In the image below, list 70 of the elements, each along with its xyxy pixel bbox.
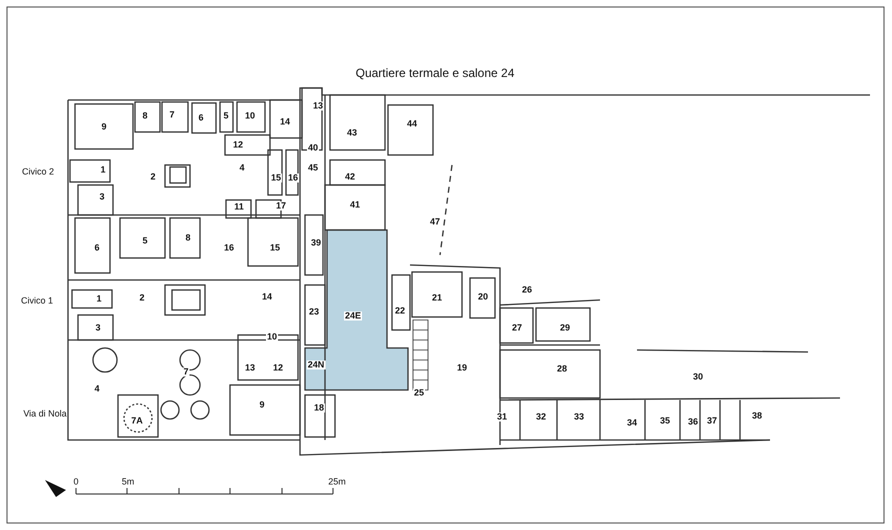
room-number: 7A: [130, 416, 144, 426]
room-number: 10: [244, 112, 256, 120]
room-number: 33: [573, 412, 585, 422]
room-number: 23: [308, 308, 320, 316]
room-number: 9: [100, 122, 108, 132]
room-number: 34: [626, 418, 638, 428]
room-number: 18: [313, 404, 325, 412]
room-number: 19: [456, 364, 468, 372]
room-number: 31: [496, 412, 508, 422]
room-number: 7: [182, 368, 190, 376]
title: Quartiere termale e salone 24: [356, 65, 514, 82]
room-number: 5: [222, 112, 230, 120]
room-number: 45: [307, 164, 319, 172]
room-number: 44: [406, 120, 418, 128]
room-number: 3: [98, 192, 106, 202]
room-number: 22: [394, 306, 406, 316]
room-number: 13: [312, 102, 324, 110]
room-number: 38: [751, 412, 763, 420]
room-number: 6: [198, 114, 204, 122]
room-number: 32: [535, 412, 547, 422]
room-number: 21: [431, 294, 443, 302]
room-number: 1: [96, 294, 102, 304]
room-number: 47: [429, 218, 441, 226]
room-number: 43: [346, 128, 358, 138]
room-number: 20: [477, 292, 489, 302]
room-number: 24N: [306, 360, 326, 370]
room-number: 36: [687, 418, 699, 426]
scale-label: 5m: [122, 478, 134, 486]
room-number: 41: [349, 200, 361, 210]
room-number: 8: [142, 112, 148, 120]
room-number: 16: [223, 244, 235, 252]
street-name: Civico 1: [21, 296, 53, 306]
room-number: 12: [272, 364, 284, 372]
room-number: 1: [100, 166, 106, 174]
room-number: 4: [238, 164, 246, 172]
room-number: 24E: [344, 312, 362, 320]
room-number: 29: [559, 324, 571, 332]
room-number: 37: [706, 416, 718, 426]
room-number: 25: [413, 388, 425, 398]
scale-label: 0: [74, 478, 78, 486]
room-number: 39: [310, 238, 322, 248]
room-number: 30: [692, 372, 704, 382]
room-number: 7: [168, 110, 176, 120]
street-name: Via di Nola: [23, 410, 67, 418]
room-number: 16: [287, 174, 299, 182]
room-number: 40: [307, 144, 319, 152]
room-number: 35: [659, 416, 671, 426]
room-number: 27: [511, 324, 523, 332]
room-number: 15: [270, 174, 282, 182]
room-number: 11: [233, 202, 245, 212]
room-number: 26: [521, 286, 533, 294]
room-number: 2: [138, 294, 146, 302]
room-number: 2: [150, 172, 156, 182]
room-number: 5: [142, 236, 148, 246]
room-number: 28: [556, 364, 568, 374]
room-number: 6: [94, 244, 100, 252]
street-name: Civico 2: [22, 168, 54, 176]
room-number: 17: [275, 202, 287, 210]
room-number: 8: [184, 234, 192, 242]
room-number: 42: [344, 172, 356, 182]
room-number: 13: [244, 364, 256, 372]
room-number: 14: [279, 118, 291, 126]
room-number: 15: [269, 244, 281, 252]
room-number: 14: [261, 292, 273, 302]
room-number: 12: [232, 140, 244, 150]
room-number: 10: [266, 332, 278, 342]
room-number: 9: [258, 400, 266, 410]
room-number: 4: [94, 384, 100, 394]
room-number: 3: [94, 324, 102, 332]
scale-label: 25m: [328, 478, 346, 486]
